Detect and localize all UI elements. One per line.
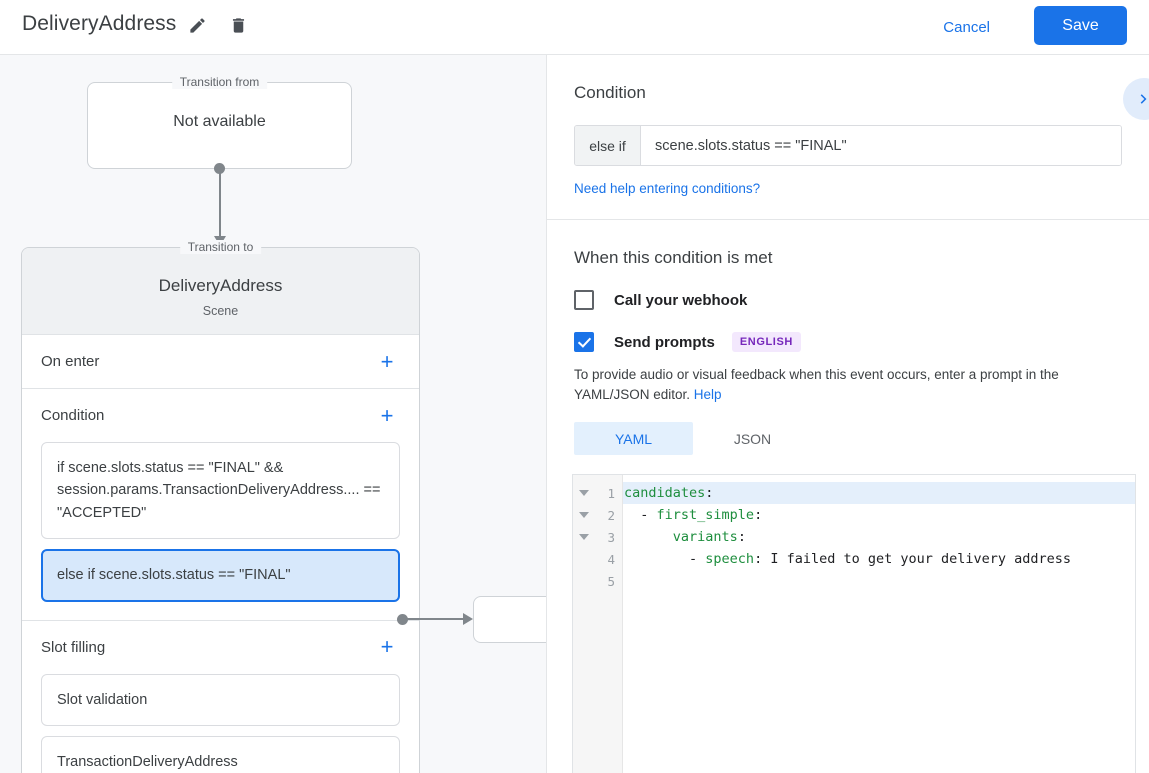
section-title-condition: Condition xyxy=(41,407,105,424)
webhook-row[interactable]: Call your webhook xyxy=(574,290,1122,310)
call-webhook-checkbox[interactable] xyxy=(574,290,594,310)
gutter-row: 1 xyxy=(573,482,622,504)
code-line: - first_simple: xyxy=(623,504,1135,526)
slot-filling-item[interactable]: Slot validation xyxy=(41,673,400,727)
transition-from-legend: Transition from xyxy=(171,75,268,89)
gutter-row: 3 xyxy=(573,526,622,548)
code-colon: : xyxy=(737,529,746,545)
graph-canvas: Transition from Not available Transition… xyxy=(0,55,546,773)
transition-to-legend: Transition to xyxy=(179,240,262,254)
section-head-slot-filling: Slot filling + xyxy=(41,621,400,674)
section-title-on-enter: On enter xyxy=(41,353,100,370)
page-title: DeliveryAddress xyxy=(22,12,177,35)
gutter-row: 2 xyxy=(573,504,622,526)
scene-type: Scene xyxy=(202,304,239,318)
code-key: candidates xyxy=(624,485,706,501)
code-line: variants: xyxy=(623,526,1135,548)
scene-section-slot-filling: Slot filling + Slot validation Transacti… xyxy=(22,621,419,773)
add-on-enter-button[interactable]: + xyxy=(380,348,394,374)
section-head-condition: Condition + xyxy=(41,389,400,442)
condition-expression-input[interactable] xyxy=(641,126,1121,165)
section-head-on-enter: On enter + xyxy=(41,335,400,388)
line-number: 1 xyxy=(607,485,615,501)
code-indent xyxy=(624,529,673,545)
code-value: I failed to get your delivery address xyxy=(762,551,1072,567)
condition-met-heading: When this condition is met xyxy=(574,248,773,267)
code-line xyxy=(623,570,1135,592)
code-line: candidates: xyxy=(623,482,1135,504)
line-number: 4 xyxy=(607,551,615,567)
prompt-hint-text: To provide audio or visual feedback when… xyxy=(574,367,1059,402)
call-webhook-label: Call your webhook xyxy=(614,291,748,309)
connector-line xyxy=(219,168,221,238)
target-node-partial[interactable] xyxy=(473,596,546,643)
slot-filling-list: Slot validation TransactionDeliveryAddre… xyxy=(41,673,400,773)
code-indent: - xyxy=(624,551,706,567)
section-title-slot-filling: Slot filling xyxy=(41,638,106,656)
code-key: speech xyxy=(705,551,755,567)
code-key: first_simple xyxy=(656,507,755,523)
line-number: 5 xyxy=(607,573,615,589)
condition-editor-row: else if xyxy=(574,125,1122,166)
cancel-button[interactable]: Cancel xyxy=(931,11,1002,43)
code-colon: : xyxy=(705,485,714,501)
transition-to-scene-card: Transition to DeliveryAddress Scene On e… xyxy=(21,240,420,773)
gutter-row: 5 xyxy=(573,570,622,592)
editor-format-tabs: YAML JSON xyxy=(574,422,1122,456)
add-slot-filling-button[interactable]: + xyxy=(380,634,394,660)
slot-filling-item[interactable]: TransactionDeliveryAddress xyxy=(41,736,400,773)
send-prompts-checkbox[interactable] xyxy=(574,332,594,352)
condition-heading: Condition xyxy=(574,83,646,102)
code-indent: - xyxy=(624,507,657,523)
condition-item[interactable]: if scene.slots.status == "FINAL" && sess… xyxy=(41,442,400,540)
add-condition-button[interactable]: + xyxy=(380,402,394,428)
code-key: variants xyxy=(672,529,738,545)
line-number: 3 xyxy=(607,529,615,545)
trash-icon[interactable] xyxy=(223,10,253,40)
send-prompts-row[interactable]: Send prompts ENGLISH xyxy=(574,332,1122,352)
condition-met-block: When this condition is met Call your web… xyxy=(547,220,1149,456)
pencil-icon-glyph xyxy=(189,17,205,33)
fold-triangle-icon[interactable] xyxy=(579,512,589,518)
prompt-help-link[interactable]: Help xyxy=(693,386,722,402)
condition-prefix-label: else if xyxy=(575,126,641,165)
chevron-right-icon-glyph xyxy=(1140,94,1147,104)
fold-triangle-icon[interactable] xyxy=(579,490,589,496)
trash-icon-glyph xyxy=(232,17,244,33)
line-number: 2 xyxy=(607,507,615,523)
tab-yaml[interactable]: YAML xyxy=(574,422,693,456)
scene-section-on-enter: On enter + xyxy=(22,335,419,389)
connector-dot xyxy=(397,614,408,625)
condition-item-selected[interactable]: else if scene.slots.status == "FINAL" xyxy=(41,549,400,602)
fold-triangle-icon[interactable] xyxy=(579,534,589,540)
condition-block: Condition else if Need help entering con… xyxy=(547,55,1149,220)
editor-gutter: 1 2 3 4 5 xyxy=(573,475,623,773)
send-prompts-label: Send prompts xyxy=(614,333,715,351)
editor-code-area[interactable]: candidates: - first_simple: variants: - … xyxy=(623,475,1135,773)
scene-card-header[interactable]: DeliveryAddress Scene xyxy=(22,248,419,335)
scene-name: DeliveryAddress xyxy=(158,276,283,295)
top-bar: DeliveryAddress Cancel Save xyxy=(0,0,1149,55)
condition-help-link[interactable]: Need help entering conditions? xyxy=(574,181,761,196)
language-badge: ENGLISH xyxy=(731,332,801,352)
transition-from-node[interactable]: Transition from Not available xyxy=(87,75,352,169)
condition-list: if scene.slots.status == "FINAL" && sess… xyxy=(41,442,400,620)
scene-section-condition: Condition + if scene.slots.status == "FI… xyxy=(22,389,419,621)
code-colon: : xyxy=(754,507,763,523)
connector-arrow-right xyxy=(463,613,473,625)
code-colon: : xyxy=(754,551,763,567)
prompt-hint: To provide audio or visual feedback when… xyxy=(574,365,1122,404)
tab-json[interactable]: JSON xyxy=(733,430,772,447)
gutter-row: 4 xyxy=(573,548,622,570)
save-button[interactable]: Save xyxy=(1034,6,1127,45)
pencil-icon[interactable] xyxy=(182,10,212,40)
connector-line xyxy=(402,618,468,620)
transition-from-title: Not available xyxy=(173,113,266,130)
code-editor[interactable]: 1 2 3 4 5 candidates: - first_simple: varian… xyxy=(572,474,1136,773)
code-line: - speech: I failed to get your delivery … xyxy=(623,548,1135,570)
